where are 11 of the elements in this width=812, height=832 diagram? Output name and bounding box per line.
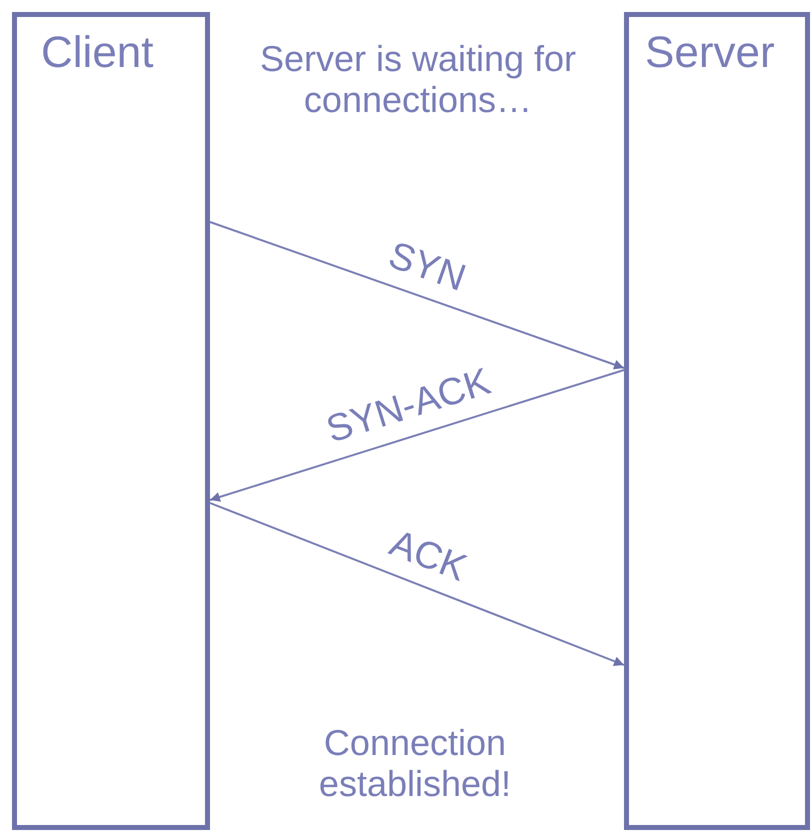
edge-label: ACK: [384, 524, 472, 588]
lifeline-box: [624, 12, 810, 830]
message-arrow: [210, 369, 624, 502]
lifeline-box: [12, 12, 210, 830]
message-arrow: [210, 221, 624, 370]
participant-name: Client: [41, 31, 154, 75]
edge-label: SYN: [384, 236, 470, 298]
note-text: Server is waiting for connections…: [258, 38, 578, 121]
message-arrow: [210, 502, 624, 666]
note-text: Connection established!: [318, 722, 512, 805]
participant-name: Server: [645, 31, 775, 75]
